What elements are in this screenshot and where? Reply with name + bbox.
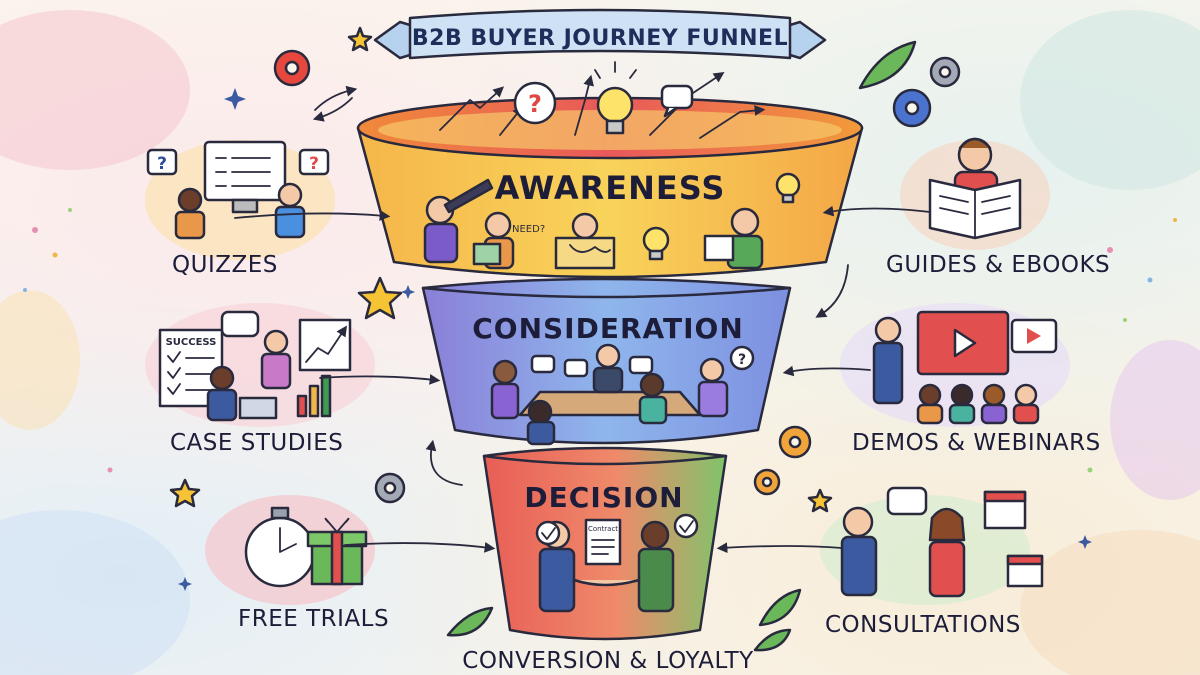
gear-icon-mid-left (374, 472, 406, 504)
computer-quiz-illustration: ? ? (145, 140, 335, 260)
stage-awareness: ? AWARENESS NEED? (356, 61, 864, 279)
stage-label-decision: DECISION (524, 481, 683, 514)
arrow-free-trials (344, 541, 496, 553)
page-title: B2B BUYER JOURNEY FUNNEL (412, 26, 788, 51)
arrow-quizzes (234, 210, 391, 221)
handshake-scene: Contract (538, 518, 675, 613)
svg-text:?: ? (157, 154, 167, 174)
question-bubble-icon: ? (513, 81, 557, 125)
stage-label-consideration: CONSIDERATION (472, 312, 744, 345)
chat-bubble-icon (660, 84, 694, 118)
tactic-label-guides: GUIDES & EBOOKS (886, 252, 1110, 278)
lightbulb-icon (594, 61, 637, 135)
confetti-dots (23, 208, 1177, 473)
gear-icon-mid-right (778, 425, 812, 459)
tactic-label-demos: DEMOS & WEBINARS (852, 430, 1101, 456)
tactic-quizzes: ? ? QUIZZES (145, 140, 391, 278)
star-icons (169, 26, 833, 513)
lightbulb-right-icon (775, 172, 801, 204)
title-ribbon: B2B BUYER JOURNEY FUNNEL (373, 8, 827, 60)
meeting-table (490, 343, 729, 446)
gear-icon-right-top (929, 56, 961, 88)
tactic-guides-ebooks: GUIDES & EBOOKS (822, 137, 1110, 278)
contract-label: Contract (588, 525, 618, 533)
stopwatch-gift-illustration (205, 495, 375, 605)
background-splashes (0, 10, 1200, 675)
svg-text:?: ? (738, 352, 746, 368)
person-reading (703, 207, 764, 270)
gear-icon-right (892, 88, 932, 128)
tactic-label-case-studies: CASE STUDIES (170, 430, 343, 456)
person-reading-book-illustration (900, 137, 1050, 250)
svg-text:?: ? (309, 154, 319, 174)
arrow-consultations (716, 542, 843, 554)
stage-label-awareness: AWARENESS (495, 169, 726, 207)
stage-label-conversion: CONVERSION & LOYALTY (462, 648, 754, 674)
cycle-arrows (312, 85, 849, 486)
gear-icon (273, 49, 311, 87)
tactic-label-free-trials: FREE TRIALS (238, 606, 389, 632)
stage-consideration: CONSIDERATION ? (421, 277, 792, 446)
arrow-demos (782, 365, 871, 377)
case-study-illustration: SUCCESS (145, 303, 375, 427)
arrow-guides (822, 205, 931, 217)
leaf-icons (446, 40, 917, 652)
webinar-illustration (840, 303, 1070, 427)
tactic-free-trials: FREE TRIALS (205, 495, 496, 632)
checkmark-icon (535, 520, 561, 546)
tactic-label-quizzes: QUIZZES (172, 252, 278, 278)
person-with-map: NEED? (472, 211, 545, 270)
svg-text:?: ? (528, 90, 542, 118)
success-label: SUCCESS (166, 337, 217, 348)
person-telescope (423, 178, 494, 264)
need-label: NEED? (512, 224, 545, 235)
gear-icon-mid-right-2 (753, 468, 781, 496)
tactic-demos-webinars: DEMOS & WEBINARS (782, 303, 1101, 456)
speech-bubbles: ? (530, 345, 755, 378)
tactic-consultations: CONSULTATIONS (716, 486, 1044, 638)
lightbulb-small-icon (642, 226, 670, 261)
consultation-illustration (820, 486, 1044, 605)
sparkle-icons (178, 88, 1092, 591)
stage-decision: DECISION Contract (482, 446, 728, 641)
tactic-label-consultations: CONSULTATIONS (825, 612, 1021, 638)
arrow-case-studies (319, 374, 441, 385)
checkmark-icon-right (673, 513, 699, 539)
tactic-case-studies: SUCCESS CASE STUDIES (145, 303, 441, 456)
person-center-map (554, 212, 616, 270)
